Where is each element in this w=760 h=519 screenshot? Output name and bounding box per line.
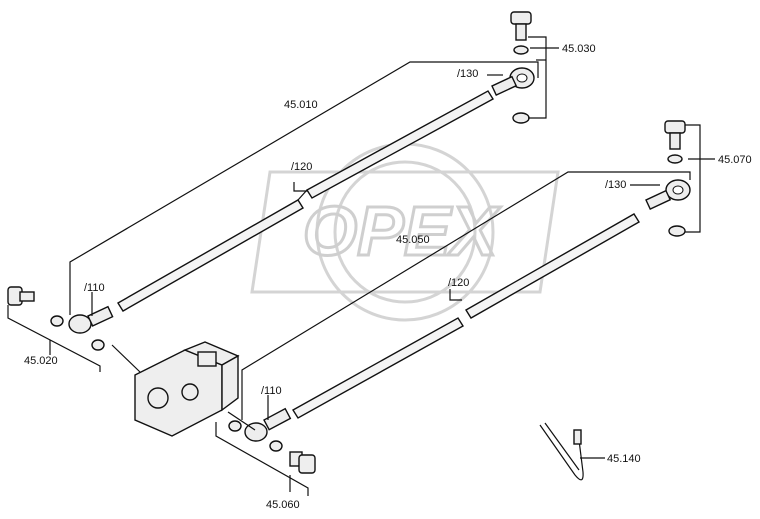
- banjo-bolt-upper-right: [510, 11, 532, 124]
- label-45-010: 45.010: [284, 99, 318, 111]
- label-45-020: 45.020: [24, 355, 58, 367]
- banjo-fitting-130-upper: [491, 67, 535, 96]
- leader-lines: [7, 36, 715, 496]
- label-120-upper: /120: [291, 161, 312, 173]
- hydraulic-pump-block: [134, 341, 240, 437]
- label-110-upper: /110: [84, 282, 105, 294]
- label-45-060: 45.060: [266, 499, 300, 511]
- label-45-030: 45.030: [562, 43, 596, 55]
- banjo-fitting-130-lower: [645, 179, 691, 210]
- label-45-140: 45.140: [607, 453, 641, 465]
- watermark-text: OPEX: [303, 192, 502, 270]
- label-120-lower: /120: [448, 277, 469, 289]
- label-110-lower: /110: [261, 385, 282, 397]
- label-45-050: 45.050: [396, 234, 430, 246]
- label-130-lower: /130: [605, 179, 626, 191]
- watermark-logo: OPEX: [250, 142, 560, 322]
- label-130-upper: /130: [457, 68, 478, 80]
- label-45-070: 45.070: [718, 154, 752, 166]
- hose-clamp: [539, 422, 584, 481]
- pipe-upper-left: [117, 90, 494, 312]
- banjo-bolt-left: [7, 286, 105, 351]
- pipe-lower-right: [292, 213, 640, 419]
- banjo-fitting-110-upper: [68, 305, 114, 334]
- banjo-bolt-right: [664, 120, 686, 237]
- banjo-bolt-lower: [228, 420, 316, 474]
